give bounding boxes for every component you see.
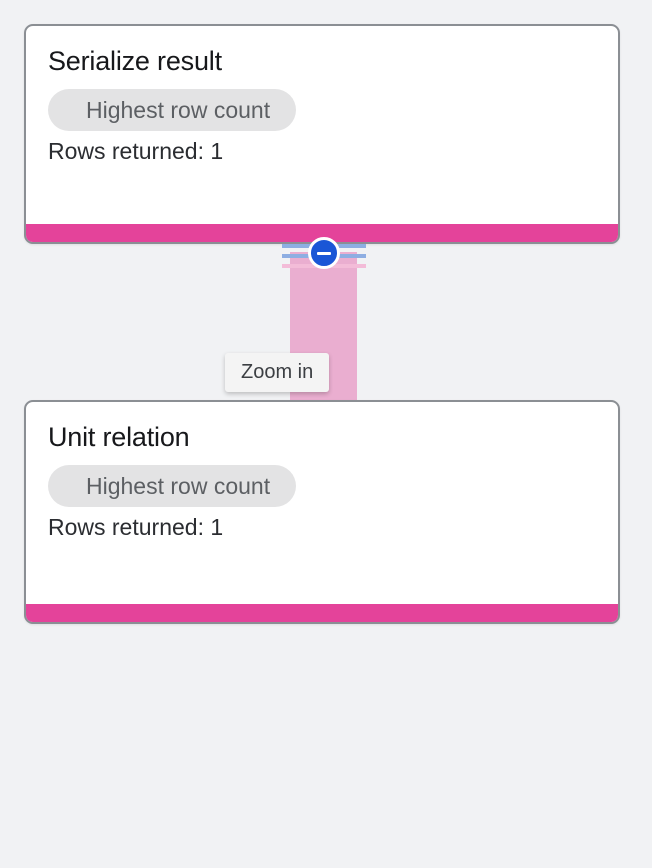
node-accent-bar (26, 604, 618, 622)
edge-collapse-control[interactable] (282, 237, 366, 272)
node-card-body: Unit relation Highest row count Rows ret… (26, 402, 618, 604)
node-chip-highest-row-count[interactable]: Highest row count (48, 465, 297, 508)
zoom-in-tooltip: Zoom in (225, 353, 330, 392)
node-card-serialize-result[interactable]: Serialize result Highest row count Rows … (24, 24, 620, 244)
node-card-body: Serialize result Highest row count Rows … (26, 26, 618, 224)
node-rows-returned: Rows returned: 1 (48, 138, 224, 165)
node-accent-bar (26, 224, 618, 242)
node-title: Unit relation (48, 422, 190, 452)
node-chip-highest-row-count[interactable]: Highest row count (48, 89, 297, 132)
node-title: Serialize result (48, 46, 222, 76)
node-card-unit-relation[interactable]: Unit relation Highest row count Rows ret… (24, 400, 620, 624)
minus-glyph (317, 251, 331, 255)
node-rows-returned: Rows returned: 1 (48, 514, 224, 541)
minus-icon[interactable] (308, 237, 340, 269)
